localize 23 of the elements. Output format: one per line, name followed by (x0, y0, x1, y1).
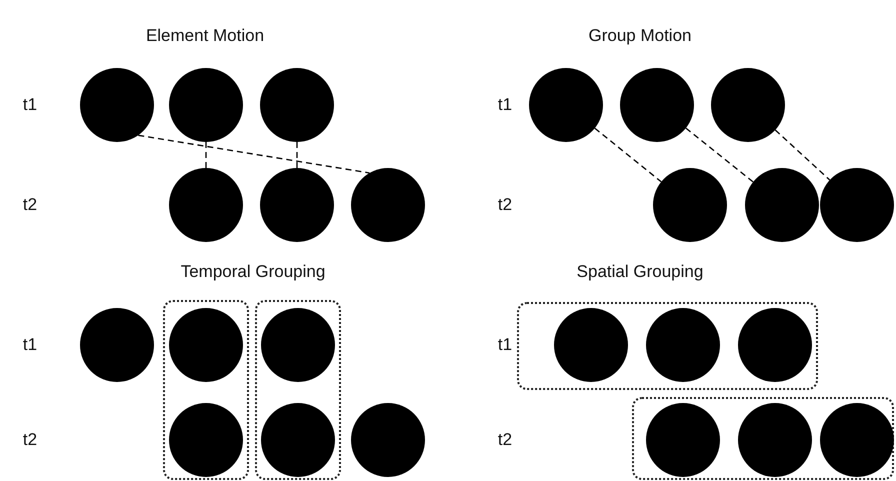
row-label: t2 (498, 195, 512, 215)
row-label: t1 (498, 95, 512, 115)
panel-title: Group Motion (588, 26, 692, 46)
panel-title: Spatial Grouping (576, 262, 704, 282)
row-label: t2 (22, 430, 38, 450)
dashed-line (205, 142, 207, 168)
group-outline (632, 397, 894, 480)
row-label: t1 (22, 95, 38, 115)
dashed-line (685, 128, 754, 182)
group-outline (517, 302, 818, 390)
panel-title: Temporal Grouping (180, 262, 326, 282)
group-outline (163, 300, 249, 480)
dashed-line (138, 134, 370, 174)
row-label: t1 (22, 335, 38, 355)
row-label: t2 (498, 430, 512, 450)
row-label: t1 (498, 335, 512, 355)
row-label: t2 (22, 195, 38, 215)
dashed-line (296, 142, 298, 168)
disc (820, 403, 894, 477)
panel-title: Element Motion (146, 26, 264, 46)
dashed-line (774, 130, 830, 180)
dashed-line (594, 128, 662, 182)
group-outline (255, 300, 341, 480)
